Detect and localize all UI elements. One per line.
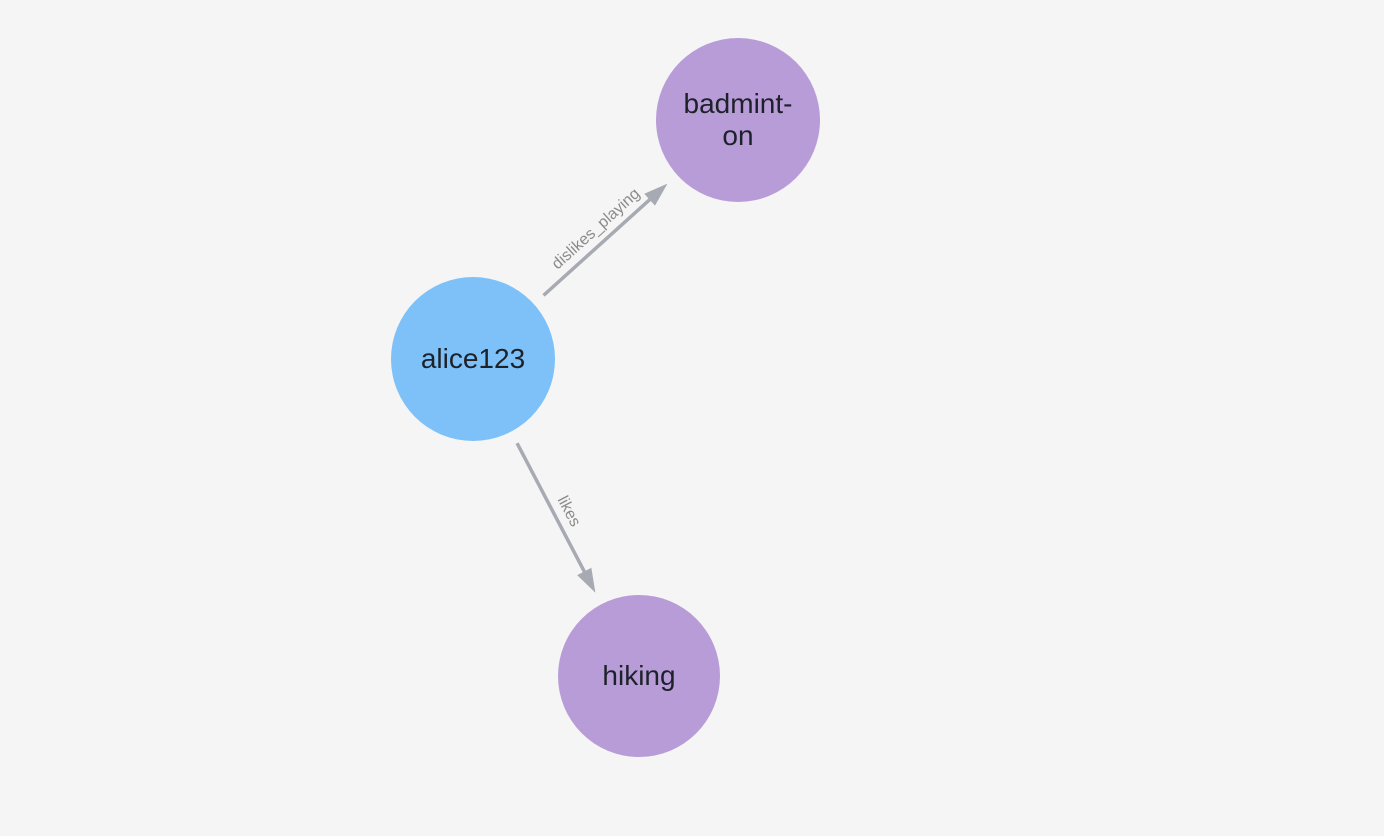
edge-arrowhead-icon <box>577 567 596 593</box>
graph-node-alice123[interactable]: alice123 <box>391 277 555 441</box>
node-label: badmint- on <box>683 87 793 151</box>
edge-dislikes_playing[interactable]: dislikes_playing <box>542 183 668 297</box>
edge-label[interactable]: dislikes_playing <box>549 185 644 273</box>
node-label: alice123 <box>420 342 526 374</box>
edge-arrowhead-icon <box>644 183 668 206</box>
graph-node-badminton[interactable]: badmint- on <box>656 38 820 202</box>
edge-line[interactable] <box>542 191 658 297</box>
edge-line[interactable] <box>515 442 591 581</box>
node-label: hiking <box>602 659 676 691</box>
graph-node-hiking[interactable]: hiking <box>558 595 720 757</box>
edge-likes[interactable]: likes <box>515 442 596 593</box>
